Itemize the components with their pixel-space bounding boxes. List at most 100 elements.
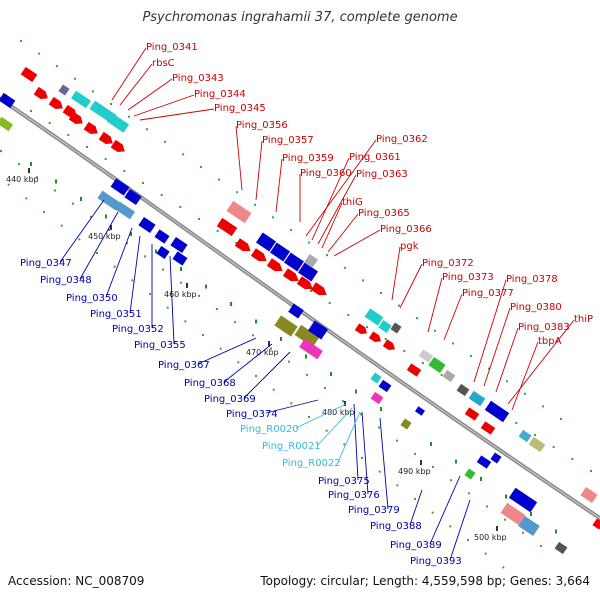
gene-label-forward: Ping_0341 [146,42,198,53]
gene-label-forward: Ping_0373 [442,272,494,283]
gene-block [554,541,568,555]
gene-block [364,308,384,326]
leader-line [427,277,443,333]
guide-dot [123,170,126,172]
leader-line [449,499,471,561]
gene-block [370,391,384,405]
gene-label-forward: Ping_0360 [300,168,352,179]
guide-dot [219,347,222,350]
leader-line [129,235,141,314]
tick-label: 470 kbp [246,348,279,357]
guide-dash [30,162,32,166]
gene-block [528,436,546,453]
gene-arrow [250,248,267,262]
tick-mark [268,341,270,346]
gene-label-reverse: Ping_0348 [40,275,92,286]
gene-block [468,390,486,407]
gene-block [216,217,238,237]
guide-dot [218,178,220,181]
kbp-tick: 440 kbp [6,168,39,184]
guide-dot [396,484,399,487]
guide-dot [378,426,380,429]
leader-line [443,293,463,341]
gene-block [464,468,476,480]
gene-label-forward: Ping_0357 [262,135,314,146]
guide-dot [534,434,536,436]
leader-lines [59,47,575,561]
gene-block [508,487,538,513]
gene-block [518,429,532,443]
gene-block [400,418,412,430]
guide-dot [488,367,490,370]
guide-dot [484,552,487,555]
leader-line [337,411,361,463]
leader-line [399,263,423,309]
gene-label-reverse: Ping_0347 [20,258,72,269]
accession-text: Accession: NC_008709 [8,574,145,588]
gene-block [0,92,16,109]
guide-dot [104,158,107,160]
guide-dot [431,511,434,514]
guide-dot [234,321,236,324]
guide-dot [252,334,254,337]
guide-dot [362,279,364,282]
guide-dot [78,238,81,241]
gene-block [226,200,252,224]
guide-dash [55,179,57,184]
guide-dot [504,518,506,521]
gene-label-reverse: Ping_0388 [370,521,422,532]
gene-block [172,251,188,266]
guide-dash [380,407,382,411]
guide-dash [255,319,257,324]
dotted-guides [0,40,592,582]
guide-dash [455,459,457,464]
guide-dot [72,202,74,205]
gene-label-forward: thiG [342,197,363,208]
guide-dot [414,498,416,500]
leader-line [321,202,343,249]
gene-block [288,303,304,319]
tick-mark [110,225,112,230]
leader-line [391,246,401,301]
guide-dot [184,320,187,323]
guide-dot [92,90,94,93]
gene-arrow [354,323,367,334]
gene-label-rna: Ping_R0020 [240,424,299,435]
leader-line [243,351,291,399]
gene-block [580,486,598,504]
leader-line [483,307,511,387]
tick-label: 440 kbp [6,175,39,184]
leader-line [379,417,389,510]
guide-dot [164,140,166,143]
gene-arrow [98,131,113,145]
leader-line [317,174,357,245]
leader-line [119,63,153,106]
guide-dot [326,254,328,257]
guide-dot [347,314,350,316]
gene-block [428,356,446,374]
guide-dot [90,215,92,218]
leader-line [79,211,119,280]
guide-dash [105,214,107,219]
gene-block [299,338,323,360]
gene-block [106,113,130,133]
guide-dot [149,293,151,295]
gene-block [518,515,540,537]
guide-dot [216,308,218,310]
guide-dot [25,197,28,200]
gene-block [476,455,492,469]
leader-line [409,489,423,526]
guide-dot [131,279,134,282]
guide-dot [146,128,148,131]
gene-block [390,322,402,334]
gene-block [298,262,318,282]
guide-dot [506,380,508,383]
genome-summary-text: Topology: circular; Length: 4,559,598 bp… [260,574,590,588]
guide-dot [515,422,518,424]
guide-dot [272,216,274,219]
guide-dot [468,492,470,495]
guide-dot [308,241,310,244]
gene-label-forward: Ping_0366 [380,224,432,235]
gene-label-forward: Ping_0356 [236,120,288,131]
